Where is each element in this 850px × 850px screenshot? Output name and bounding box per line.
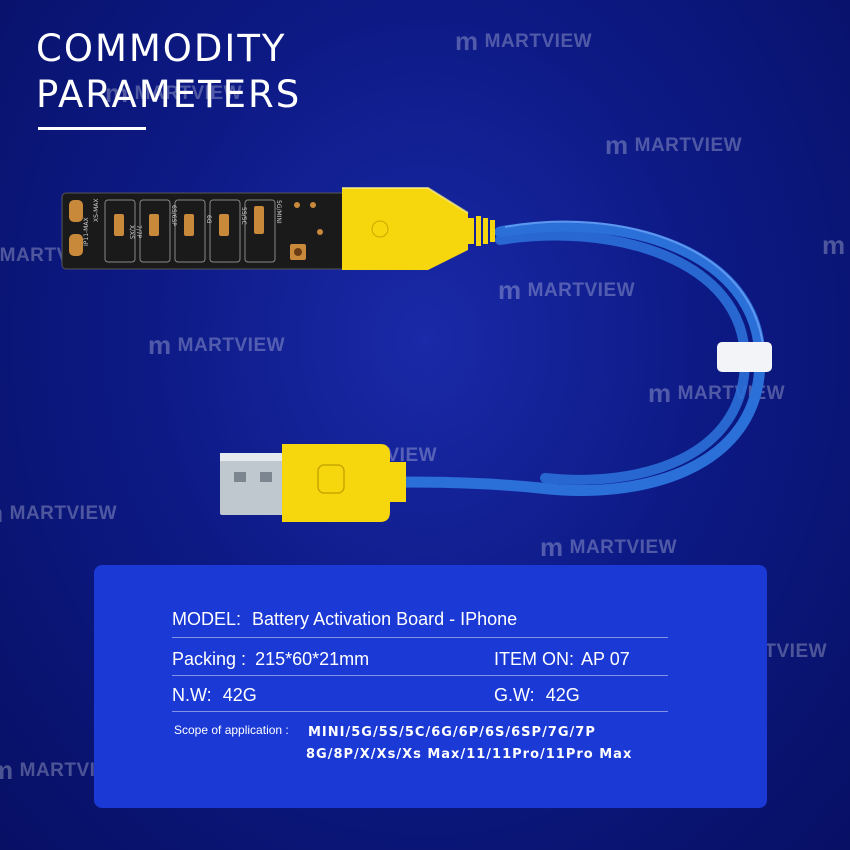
scope-label: Scope of application : <box>174 723 289 737</box>
martview-logo-icon: m <box>648 378 672 408</box>
board-label: X/XS <box>128 225 135 239</box>
title-underline <box>38 127 146 130</box>
usb-plug-metal <box>220 453 285 515</box>
model-label: MODEL: <box>172 609 242 629</box>
divider <box>172 675 668 676</box>
martview-logo-icon: m <box>822 230 846 260</box>
gross-weight: G.W: 42G <box>494 685 580 706</box>
board-label: IP11-MAX <box>83 217 90 246</box>
model-value: Battery Activation Board - IPhone <box>252 609 518 629</box>
divider <box>172 637 668 638</box>
board-label: 6S/6SP <box>170 205 177 226</box>
usb-connector <box>282 444 390 522</box>
board-label: XS-MAX <box>93 199 100 222</box>
martview-logo-icon: m <box>455 26 479 56</box>
nw-value: 42G <box>222 685 257 705</box>
scope-line-1: MINI/5G/5S/5C/6G/6P/6S/6SP/7G/7P <box>308 725 596 740</box>
battery-activation-board-image: IP11-MAX XS-MAX X/XS 7/7P 6S/6SP 6G 5S/5… <box>61 187 772 522</box>
martview-logo-icon: m <box>0 755 14 785</box>
board-connector <box>342 188 468 270</box>
board-label: 7/7P <box>135 225 142 239</box>
cable-tie <box>717 342 772 372</box>
martview-logo-icon: m <box>498 275 522 305</box>
board-label: 5S/5C <box>240 207 247 225</box>
martview-logo-icon: m <box>148 330 172 360</box>
martview-logo-icon: m <box>540 532 564 562</box>
model-row: MODEL: Battery Activation Board - IPhone <box>172 609 668 630</box>
watermark: m <box>822 230 850 261</box>
martview-logo-icon: m <box>105 78 129 108</box>
specs-panel: MODEL: Battery Activation Board - IPhone… <box>94 565 767 808</box>
item-number: ITEM ON: AP 07 <box>494 649 630 670</box>
weight-row: N.W: 42G G.W: 42G <box>172 685 668 706</box>
packing-label: Packing : <box>172 649 247 669</box>
blue-cable <box>389 220 766 496</box>
page-title: COMMODITY PARAMETERS <box>36 26 301 118</box>
scope-models: MINI/5G/5S/5C/6G/6P/6S/6SP/7G/7P 8G/8P/X… <box>306 722 633 766</box>
martview-logo-icon: m <box>605 130 629 160</box>
board-label: 6G <box>205 215 212 224</box>
divider <box>172 711 668 712</box>
item-label: ITEM ON: <box>494 649 574 669</box>
gw-value: 42G <box>545 685 580 705</box>
gw-label: G.W: <box>494 685 535 705</box>
item-value: AP 07 <box>581 649 630 669</box>
packing-row: Packing : 215*60*21mm ITEM ON: AP 07 <box>172 649 668 670</box>
scope-line-2: 8G/8P/X/Xs/Xs Max/11/11Pro/11Pro Max <box>306 747 633 762</box>
title-line-2: PARAMETERS <box>36 73 302 116</box>
board-label: 5G/MINI <box>275 200 282 224</box>
title-line-1: COMMODITY <box>36 27 287 70</box>
martview-logo-icon: m <box>0 498 4 529</box>
packing-value: 215*60*21mm <box>255 649 370 669</box>
nw-label: N.W: <box>172 685 212 705</box>
